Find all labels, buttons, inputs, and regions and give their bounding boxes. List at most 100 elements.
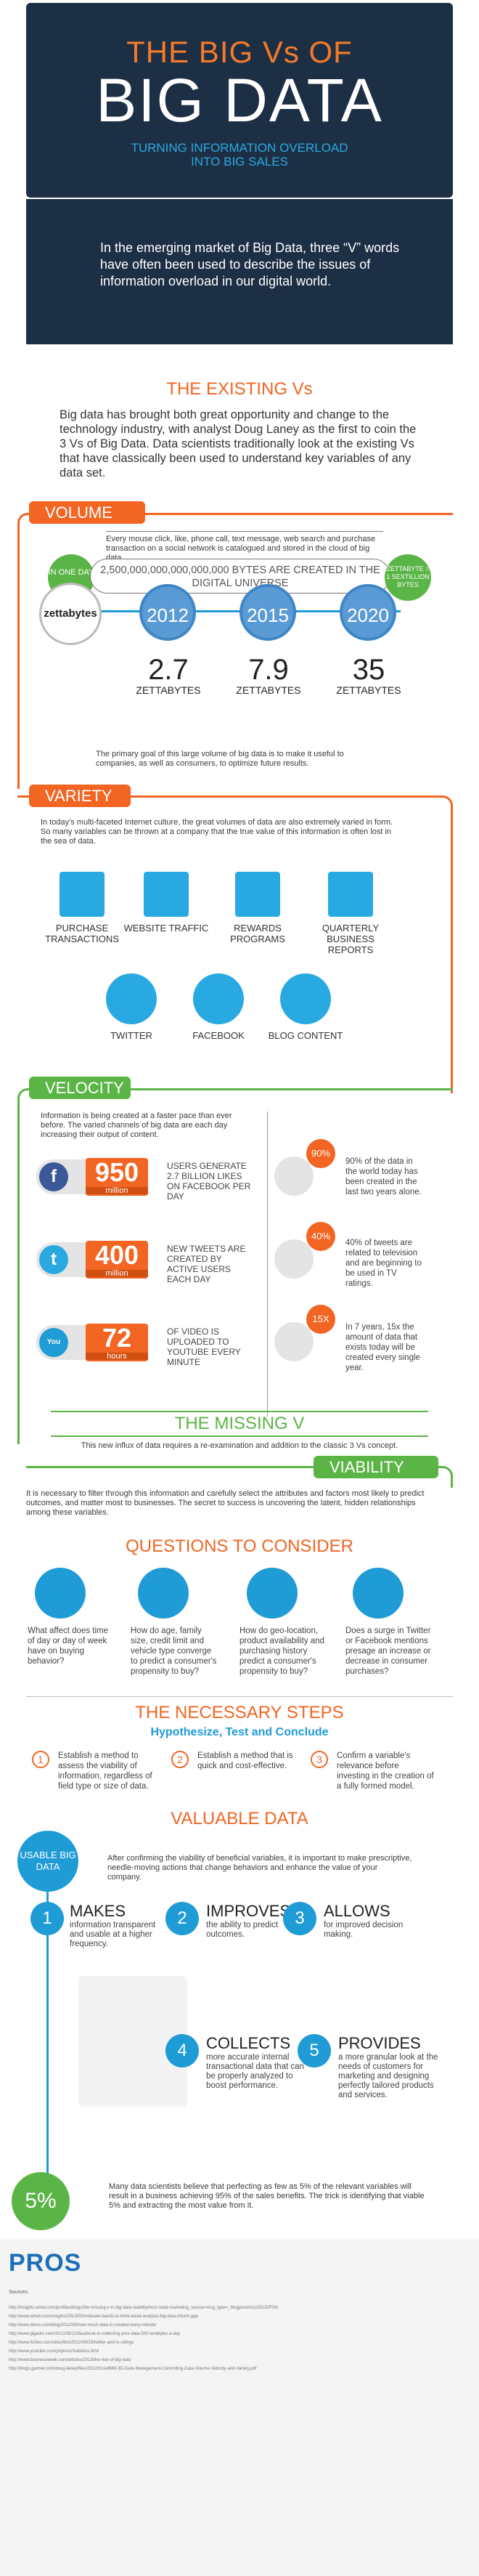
variety-label: VARIETY bbox=[29, 785, 131, 807]
tv-icon bbox=[274, 1239, 314, 1279]
zettabytes-badge: zettabytes bbox=[39, 583, 102, 645]
velocity-pct-3: 15X bbox=[306, 1305, 335, 1334]
value-head-5: PROVIDES bbox=[338, 2034, 421, 2052]
variety-reports: QUARTERLY BUSINESS REPORTS bbox=[303, 872, 398, 955]
source-link[interactable]: http://blogs.gartner.com/doug-laney/file… bbox=[9, 2367, 257, 2371]
volume-bracket bbox=[17, 513, 453, 789]
hourglass-icon bbox=[274, 1157, 314, 1196]
velocity-side-1: 90% of the data in the world today has b… bbox=[345, 1157, 422, 1196]
value-text-5: a more granular look at the needs of cus… bbox=[338, 2053, 438, 2099]
pros-logo: PROS bbox=[9, 2249, 82, 2277]
five-percent-text: Many data scientists believe that perfec… bbox=[109, 2182, 425, 2210]
value-intro: After confirming the viability of benefi… bbox=[107, 1854, 412, 1882]
bytes-bar: 2,500,000,000,000,000,000 BYTES ARE CREA… bbox=[90, 559, 390, 594]
missing-title: THE MISSING V bbox=[51, 1411, 428, 1437]
family-icon bbox=[138, 1568, 189, 1619]
variety-twitter: TWITTER bbox=[84, 973, 179, 1041]
value-head-1: MAKES bbox=[70, 1902, 126, 1920]
variety-purchase: PURCHASE TRANSACTIONS bbox=[35, 872, 129, 944]
timeline-line bbox=[65, 610, 401, 612]
viability-bracket bbox=[26, 1466, 453, 1488]
missing-text: This new influx of data requires a re-ex… bbox=[81, 1441, 398, 1450]
location-pin-icon bbox=[247, 1568, 298, 1619]
title-line-1: THE BIG Vs OF bbox=[126, 35, 353, 69]
variety-website: WEBSITE TRAFFIC bbox=[119, 872, 213, 933]
volume-label: VOLUME bbox=[29, 501, 145, 524]
viability-label: VIABILITY bbox=[314, 1456, 438, 1478]
source-link[interactable]: http://www.gigaom.com/2012/08/22/faceboo… bbox=[9, 2332, 181, 2336]
source-link[interactable]: http://www.businessweek.com/articles/201… bbox=[9, 2358, 131, 2362]
value-title: VALUABLE DATA bbox=[171, 1809, 308, 1828]
velocity-side-3: In 7 years, 15x the amount of data that … bbox=[345, 1323, 420, 1372]
source-link[interactable]: http://www.wired.com/insights/2013/03/mo… bbox=[9, 2314, 198, 2319]
velocity-pct-2: 40% bbox=[306, 1222, 335, 1251]
value-text-3: for improved decision making. bbox=[324, 1921, 404, 1939]
value-text-2: the ability to predict outcomes. bbox=[206, 1921, 279, 1939]
intro-text: In the emerging market of Big Data, thre… bbox=[26, 199, 453, 344]
source-link[interactable]: http://www.forbes.com/sites/ibm/2012/08/… bbox=[9, 2341, 134, 2345]
value-head-4: COLLECTS bbox=[206, 2034, 291, 2052]
variety-rewards: REWARDS PROGRAMS bbox=[210, 872, 305, 944]
source-link[interactable]: http://insights.wired.com/profiles/blogs… bbox=[9, 2306, 278, 2310]
velocity-text-1: USERS GENERATE 2.7 BILLION LIKES ON FACE… bbox=[167, 1161, 251, 1202]
social-icon bbox=[353, 1568, 404, 1619]
velocity-text-2: NEW TWEETS ARE CREATED BY ACTIVE USERS E… bbox=[167, 1244, 246, 1284]
volume-desc: Every mouse click, like, phone call, tex… bbox=[106, 531, 383, 563]
value-text-1: information transparent and usable at a … bbox=[70, 1921, 156, 1948]
velocity-text-3: OF VIDEO IS UPLOADED TO YOUTUBE EVERY MI… bbox=[167, 1327, 241, 1367]
variety-desc: In today's multi-faceted Internet cultur… bbox=[41, 818, 393, 846]
velocity-divider bbox=[267, 1111, 268, 1417]
velocity-side-2: 40% of tweets are related to television … bbox=[345, 1239, 422, 1288]
value-head-3: ALLOWS bbox=[324, 1902, 390, 1920]
velocity-label: VELOCITY bbox=[29, 1077, 131, 1099]
value-num-3: 3 bbox=[283, 1902, 316, 1935]
usable-bigdata-badge: USABLE BIG DATA bbox=[17, 1831, 78, 1892]
variety-bracket bbox=[17, 795, 453, 1093]
questions-title: QUESTIONS TO CONSIDER bbox=[126, 1536, 353, 1556]
clock-icon bbox=[35, 1568, 86, 1619]
bar-chart-icon bbox=[144, 872, 189, 917]
value-text-4: more accurate internal transactional dat… bbox=[206, 2053, 304, 2090]
facebook-icon bbox=[193, 973, 244, 1024]
title-line-2: BIG DATA bbox=[96, 66, 383, 134]
year-2015: 2015 bbox=[239, 584, 296, 641]
question-2: How do age, family size, credit limit an… bbox=[131, 1568, 219, 1677]
header-banner: THE BIG Vs OF BIG DATA TURNING INFORMATI… bbox=[26, 3, 453, 198]
velocity-bracket bbox=[17, 1088, 453, 1444]
source-link[interactable]: http://www.domo.com/blog/2012/06/how-muc… bbox=[9, 2323, 157, 2328]
value-num-4: 4 bbox=[165, 2034, 199, 2067]
growth-chart-icon bbox=[274, 1322, 314, 1361]
speech-bubble-icon bbox=[280, 973, 331, 1024]
value-num-1: 1 bbox=[30, 1902, 64, 1935]
document-icon bbox=[328, 872, 373, 917]
steps-divider bbox=[26, 1696, 453, 1697]
value-num-5: 5 bbox=[298, 2034, 331, 2067]
question-1: What affect does time of day or day of w… bbox=[28, 1568, 116, 1666]
variety-facebook: FACEBOOK bbox=[171, 973, 266, 1041]
value-line bbox=[46, 1892, 49, 2190]
year-2012: 2012 bbox=[139, 584, 196, 641]
existing-text: Big data has brought both great opportun… bbox=[60, 408, 417, 479]
velocity-desc: Information is being created at a faster… bbox=[41, 1111, 232, 1139]
sources-label: Sources: bbox=[9, 2290, 29, 2295]
steps-title: THE NECESSARY STEPS bbox=[135, 1703, 344, 1722]
value-head-2: IMPROVES bbox=[206, 1902, 291, 1920]
existing-title: THE EXISTING Vs bbox=[166, 379, 313, 399]
viability-text: It is necessary to filter through this i… bbox=[26, 1489, 425, 1517]
source-link[interactable]: http://www.youtube.com/yt/press/statisti… bbox=[9, 2349, 99, 2354]
question-3: How do geo-location, product availabilit… bbox=[239, 1568, 328, 1677]
steps-subtitle: Hypothesize, Test and Conclude bbox=[150, 1726, 329, 1738]
volume-goal: The primary goal of this large volume of… bbox=[96, 750, 344, 768]
zettabyte-badge: ZETTABYTE = 1 SEXTILLION BYTES bbox=[385, 554, 431, 601]
year-2020: 2020 bbox=[340, 584, 396, 641]
gift-icon bbox=[235, 872, 280, 917]
footer bbox=[0, 2239, 479, 2576]
five-percent-badge: 5% bbox=[12, 2172, 70, 2230]
